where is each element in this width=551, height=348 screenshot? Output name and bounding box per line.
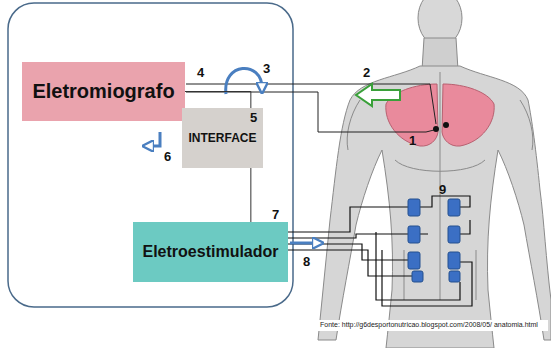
- signal-arrow: [290, 242, 318, 245]
- human-torso: [318, 0, 551, 348]
- callout-number: 2: [363, 66, 370, 79]
- connector: [185, 92, 251, 109]
- signal-arrow: [226, 68, 262, 94]
- device-box: Eletroestimulador: [133, 222, 288, 282]
- box-title: Eletroestimulador: [142, 243, 278, 261]
- callout-number: 1: [409, 134, 416, 147]
- device-box: Eletromiografo: [22, 62, 185, 121]
- callout-number: 9: [439, 183, 446, 196]
- pectoral-muscle: [442, 84, 494, 146]
- callout-number: 6: [164, 150, 171, 163]
- connector: [250, 168, 251, 222]
- box-title: INTERFACE: [188, 131, 256, 145]
- stimulation-wires: [288, 196, 472, 306]
- callout-number: 5: [250, 111, 257, 124]
- signal-arrow: [356, 84, 400, 106]
- callout-number: 4: [197, 66, 204, 79]
- source-note: Fonte: http://g6desportonutricao.blogspo…: [318, 320, 548, 331]
- callout-number: 3: [263, 62, 270, 75]
- emg-electrode: [443, 122, 449, 128]
- box-title: Eletromiografo: [32, 80, 174, 103]
- callout-number: 8: [303, 255, 310, 268]
- signal-arrow: [148, 132, 160, 146]
- system-outline: [8, 3, 293, 307]
- stimulation-electrodes: [408, 199, 460, 282]
- emg-electrode: [433, 126, 439, 132]
- callout-number: 7: [272, 208, 279, 221]
